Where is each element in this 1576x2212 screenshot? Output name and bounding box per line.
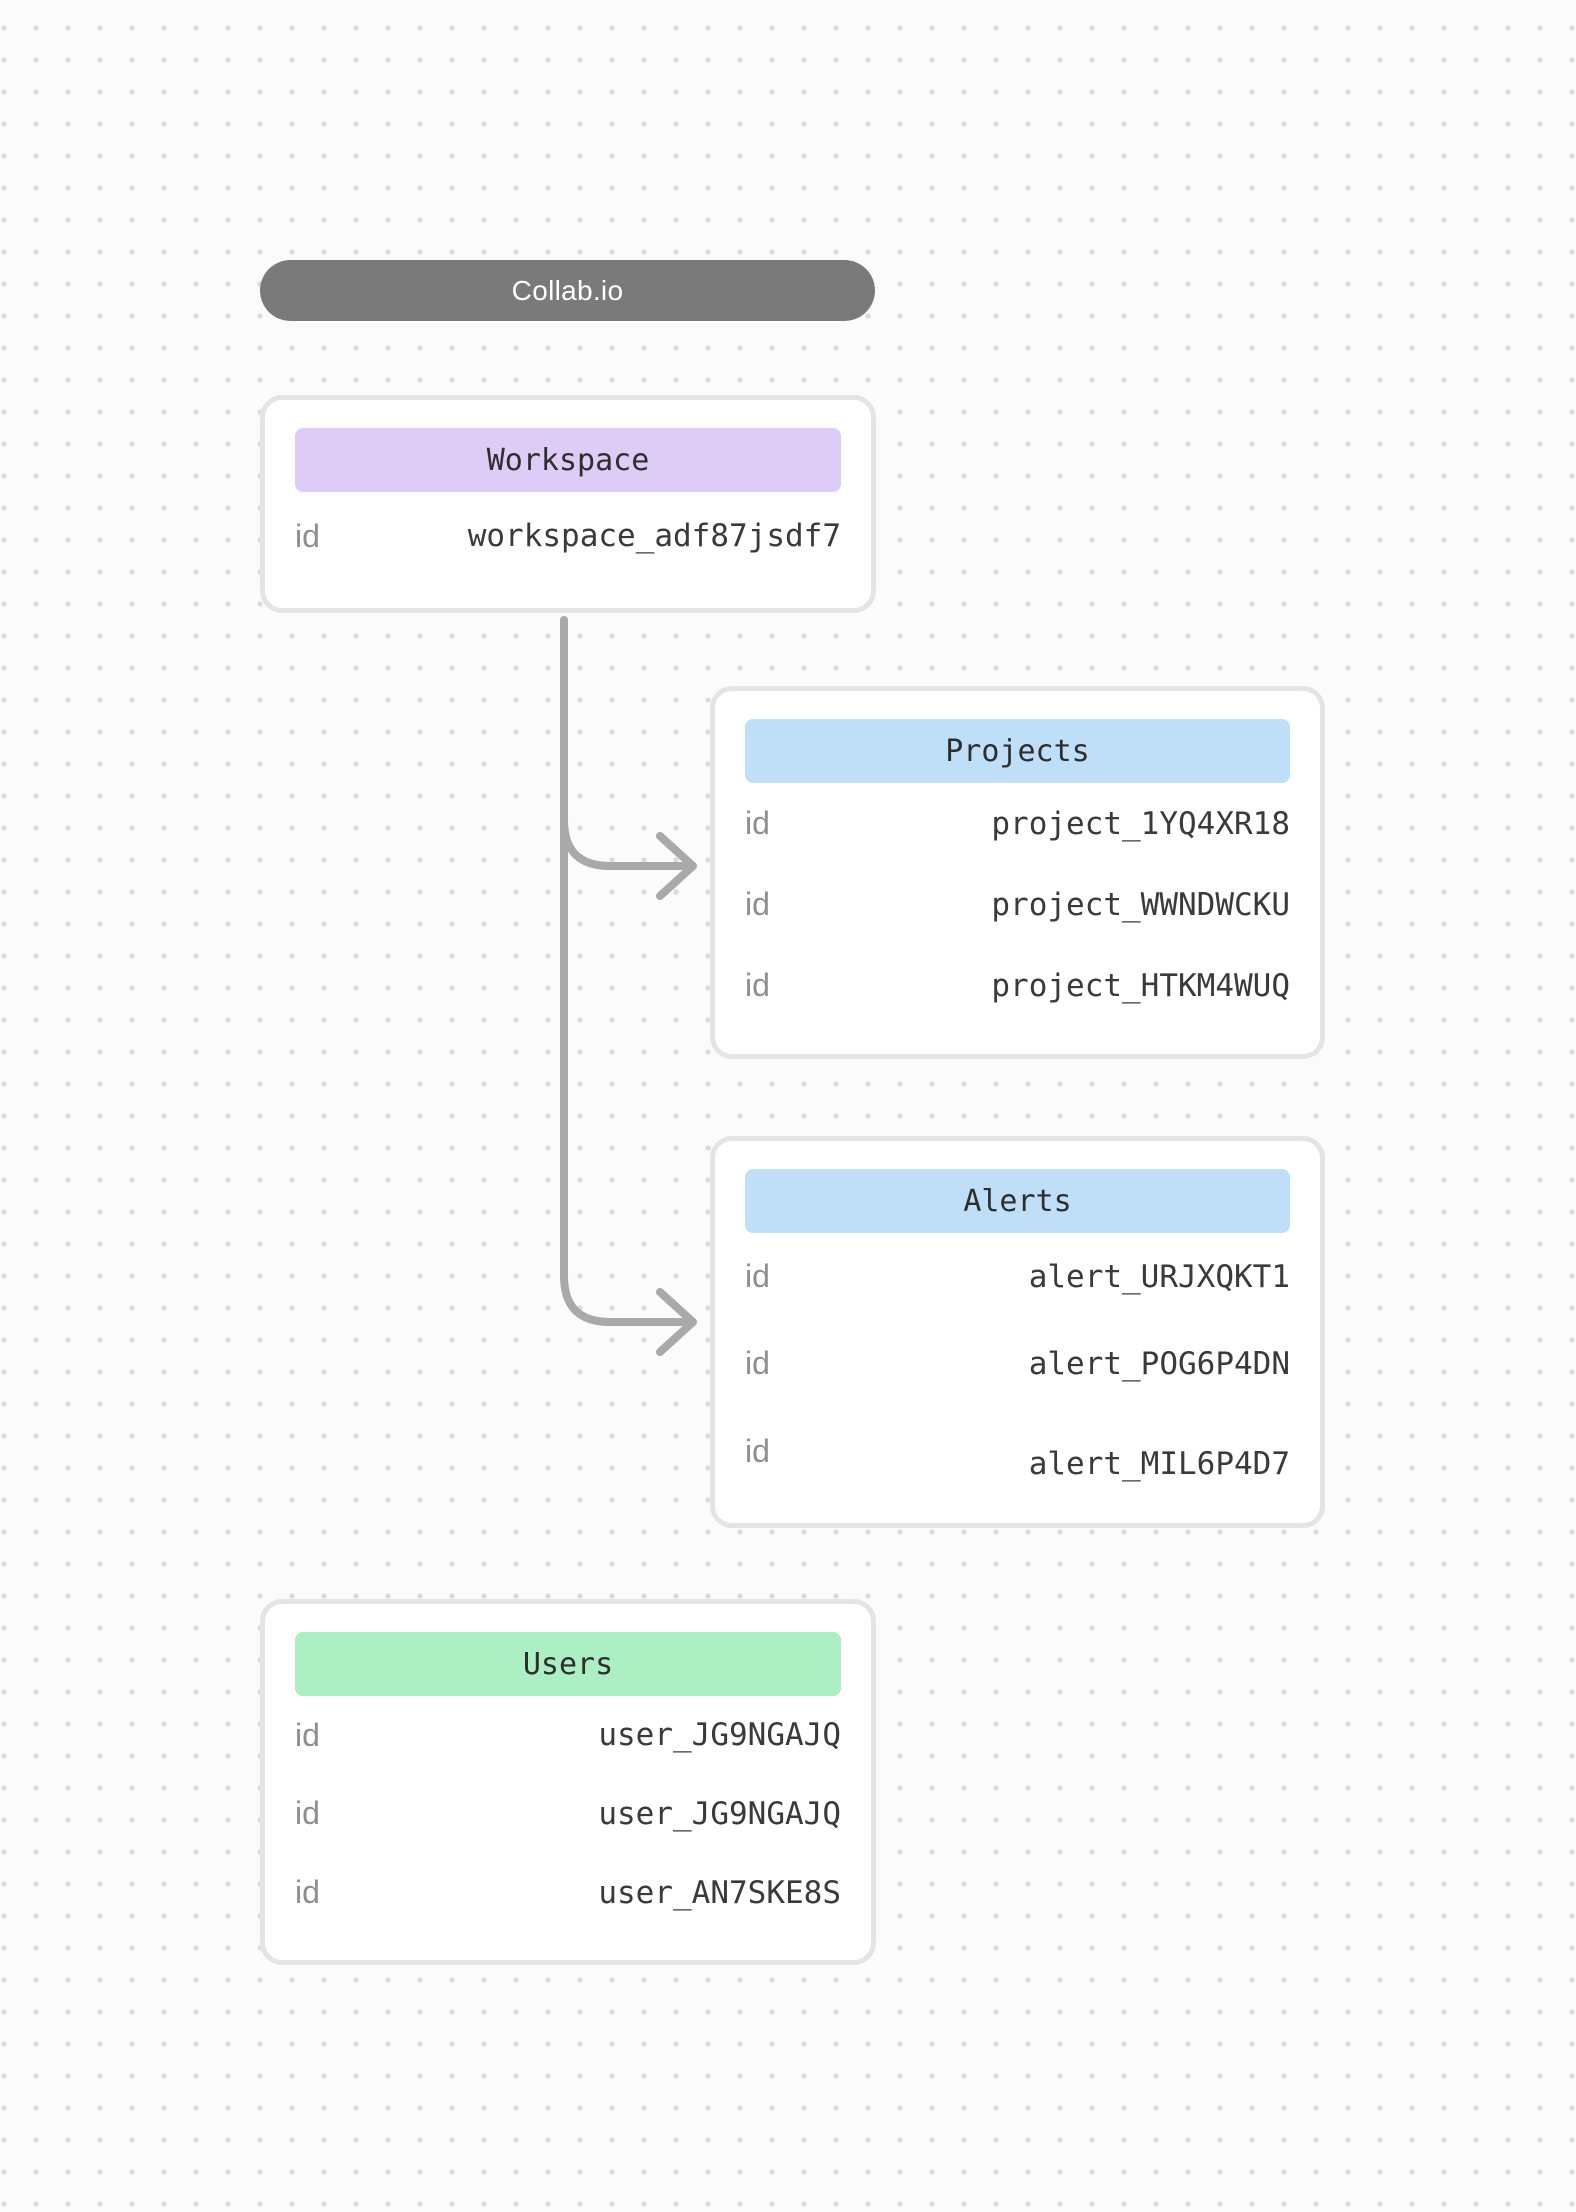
card-workspace-rows: id workspace_adf87jsdf7 bbox=[295, 492, 841, 580]
table-row: id project_1YQ4XR18 bbox=[745, 805, 1290, 842]
arrowhead-alerts-icon bbox=[656, 1288, 697, 1356]
arrowhead-projects-icon bbox=[656, 832, 697, 900]
row-value: alert_MIL6P4D7 bbox=[1028, 1446, 1290, 1483]
row-label: id bbox=[295, 1716, 320, 1753]
card-projects-title: Projects bbox=[745, 719, 1290, 783]
row-label: id bbox=[295, 517, 320, 554]
card-users-rows: id user_JG9NGAJQ id user_JG9NGAJQ id use… bbox=[295, 1696, 841, 1932]
row-label: id bbox=[745, 1258, 770, 1295]
row-label: id bbox=[295, 1874, 320, 1911]
row-label: id bbox=[745, 967, 770, 1003]
row-value: user_AN7SKE8S bbox=[598, 1874, 841, 1911]
table-row: id alert_POG6P4DN bbox=[745, 1345, 1290, 1382]
card-projects[interactable]: Projects id project_1YQ4XR18 id project_… bbox=[710, 686, 1325, 1059]
card-workspace-title: Workspace bbox=[295, 428, 841, 492]
card-alerts-rows: id alert_URJXQKT1 id alert_POG6P4DN id a… bbox=[745, 1233, 1290, 1495]
row-value: project_WWNDWCKU bbox=[991, 886, 1290, 923]
diagram-title-pill[interactable]: Collab.io bbox=[260, 260, 875, 321]
row-label: id bbox=[745, 1345, 770, 1382]
row-label: id bbox=[745, 805, 770, 841]
card-users[interactable]: Users id user_JG9NGAJQ id user_JG9NGAJQ … bbox=[260, 1599, 876, 1965]
row-value: project_1YQ4XR18 bbox=[991, 805, 1290, 842]
table-row: id user_JG9NGAJQ bbox=[295, 1795, 841, 1832]
table-row: id alert_MIL6P4D7 bbox=[745, 1432, 1290, 1483]
diagram-title: Collab.io bbox=[511, 274, 624, 306]
table-row: id project_HTKM4WUQ bbox=[745, 967, 1290, 1004]
row-label: id bbox=[745, 886, 770, 922]
row-value: user_JG9NGAJQ bbox=[598, 1717, 841, 1754]
row-value: workspace_adf87jsdf7 bbox=[467, 518, 841, 554]
connector-trunk-and-alerts-arrow bbox=[560, 616, 688, 1326]
table-row: id alert_URJXQKT1 bbox=[745, 1258, 1290, 1295]
table-row: id project_WWNDWCKU bbox=[745, 886, 1290, 923]
row-label: id bbox=[745, 1432, 770, 1469]
table-row: id user_AN7SKE8S bbox=[295, 1874, 841, 1911]
row-value: alert_POG6P4DN bbox=[1028, 1345, 1290, 1382]
card-users-title: Users bbox=[295, 1632, 841, 1696]
card-alerts[interactable]: Alerts id alert_URJXQKT1 id alert_POG6P4… bbox=[710, 1136, 1325, 1528]
card-projects-rows: id project_1YQ4XR18 id project_WWNDWCKU … bbox=[745, 783, 1290, 1026]
table-row: id user_JG9NGAJQ bbox=[295, 1717, 841, 1754]
row-value: alert_URJXQKT1 bbox=[1028, 1258, 1290, 1295]
card-alerts-title: Alerts bbox=[745, 1169, 1290, 1233]
connector-projects-branch bbox=[560, 816, 688, 870]
card-workspace[interactable]: Workspace id workspace_adf87jsdf7 bbox=[260, 395, 876, 613]
row-value: project_HTKM4WUQ bbox=[991, 967, 1290, 1004]
row-value: user_JG9NGAJQ bbox=[598, 1795, 841, 1832]
table-row: id workspace_adf87jsdf7 bbox=[295, 518, 841, 555]
row-label: id bbox=[295, 1795, 320, 1832]
